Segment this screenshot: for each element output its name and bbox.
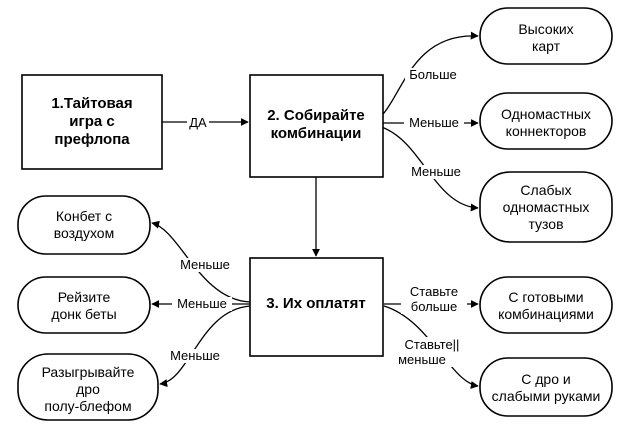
svg-text:Разыгрывайте: Разыгрывайте: [42, 364, 135, 380]
svg-text:Высоких: Высоких: [518, 21, 573, 37]
svg-text:3. Их оплатят: 3. Их оплатят: [266, 295, 366, 312]
svg-text:донк беты: донк беты: [51, 306, 116, 322]
node-tight-preflop: 1.Тайтовая игра с префлопа: [21, 74, 163, 170]
edge-label-n3-l3: Меньше: [165, 348, 225, 363]
edge-label-n3-r5: Ставьте|| меньше: [397, 337, 469, 367]
svg-text:Меньше: Меньше: [170, 348, 220, 363]
node-cbet-air: Конбет с воздухом: [17, 195, 151, 255]
svg-text:Меньше: Меньше: [411, 164, 461, 179]
svg-text:коннекторов: коннекторов: [506, 123, 587, 139]
edge-label-n3-l2: Меньше: [172, 296, 232, 311]
svg-text:Рейзите: Рейзите: [58, 289, 111, 305]
edge-label-n2-r2: Меньше: [404, 115, 464, 130]
svg-text:комбинациями: комбинациями: [498, 306, 594, 322]
svg-text:воздухом: воздухом: [54, 225, 114, 241]
svg-text:2. Собирайте: 2. Собирайте: [267, 107, 365, 124]
svg-text:тузов: тузов: [528, 216, 563, 232]
node-collect-combinations: 2. Собирайте комбинации: [249, 74, 384, 178]
node-semi-bluff-draws: Разыгрывайте дро полу-блефом: [17, 353, 159, 421]
svg-text:слабыми руками: слабыми руками: [492, 388, 601, 404]
svg-text:Ставьте: Ставьте: [410, 284, 458, 299]
node-they-pay: 3. Их оплатят: [249, 257, 384, 357]
svg-text:Больше: Больше: [409, 67, 457, 82]
node-raise-donk-bets: Рейзите донк беты: [17, 276, 151, 334]
svg-text:полу-блефом: полу-блефом: [44, 398, 131, 414]
node-weak-suited-aces: Слабых одномастных тузов: [479, 171, 613, 243]
edge-label-n3-l1: Меньше: [175, 257, 235, 272]
edge-n3-l3: [159, 305, 251, 387]
svg-text:Ставьте||: Ставьте||: [405, 337, 460, 352]
svg-text:карт: карт: [532, 38, 561, 54]
edge-label-n1-n2: ДА: [187, 115, 209, 130]
svg-text:меньше: меньше: [398, 352, 446, 367]
node-suited-connectors: Одномастных коннекторов: [479, 92, 613, 150]
svg-text:С готовыми: С готовыми: [508, 289, 583, 305]
svg-text:префлопа: префлопа: [54, 131, 130, 148]
svg-text:Слабых: Слабых: [520, 182, 571, 198]
edge-label-n3-r4: Ставьте больше: [401, 284, 467, 314]
svg-text:одномастных: одномастных: [503, 199, 590, 215]
svg-text:больше: больше: [411, 299, 457, 314]
svg-text:Меньше: Меньше: [409, 115, 459, 130]
svg-text:Одномастных: Одномастных: [501, 106, 591, 122]
svg-text:1.Тайтовая: 1.Тайтовая: [51, 95, 132, 112]
svg-text:С дро и: С дро и: [521, 371, 570, 387]
svg-text:дро: дро: [76, 381, 100, 397]
svg-text:Меньше: Меньше: [177, 296, 227, 311]
node-high-cards: Высоких карт: [479, 7, 613, 65]
svg-text:Меньше: Меньше: [180, 257, 230, 272]
svg-text:игра с: игра с: [69, 113, 114, 130]
svg-text:ДА: ДА: [189, 115, 207, 130]
edge-label-n2-r3: Меньше: [406, 164, 466, 179]
node-draws-weak-hands: С дро и слабыми руками: [479, 357, 613, 417]
svg-text:Конбет с: Конбет с: [56, 208, 112, 224]
svg-text:комбинации: комбинации: [271, 125, 362, 142]
node-made-hands: С готовыми комбинациями: [479, 276, 613, 334]
edge-label-n2-r1: Больше: [405, 67, 461, 82]
